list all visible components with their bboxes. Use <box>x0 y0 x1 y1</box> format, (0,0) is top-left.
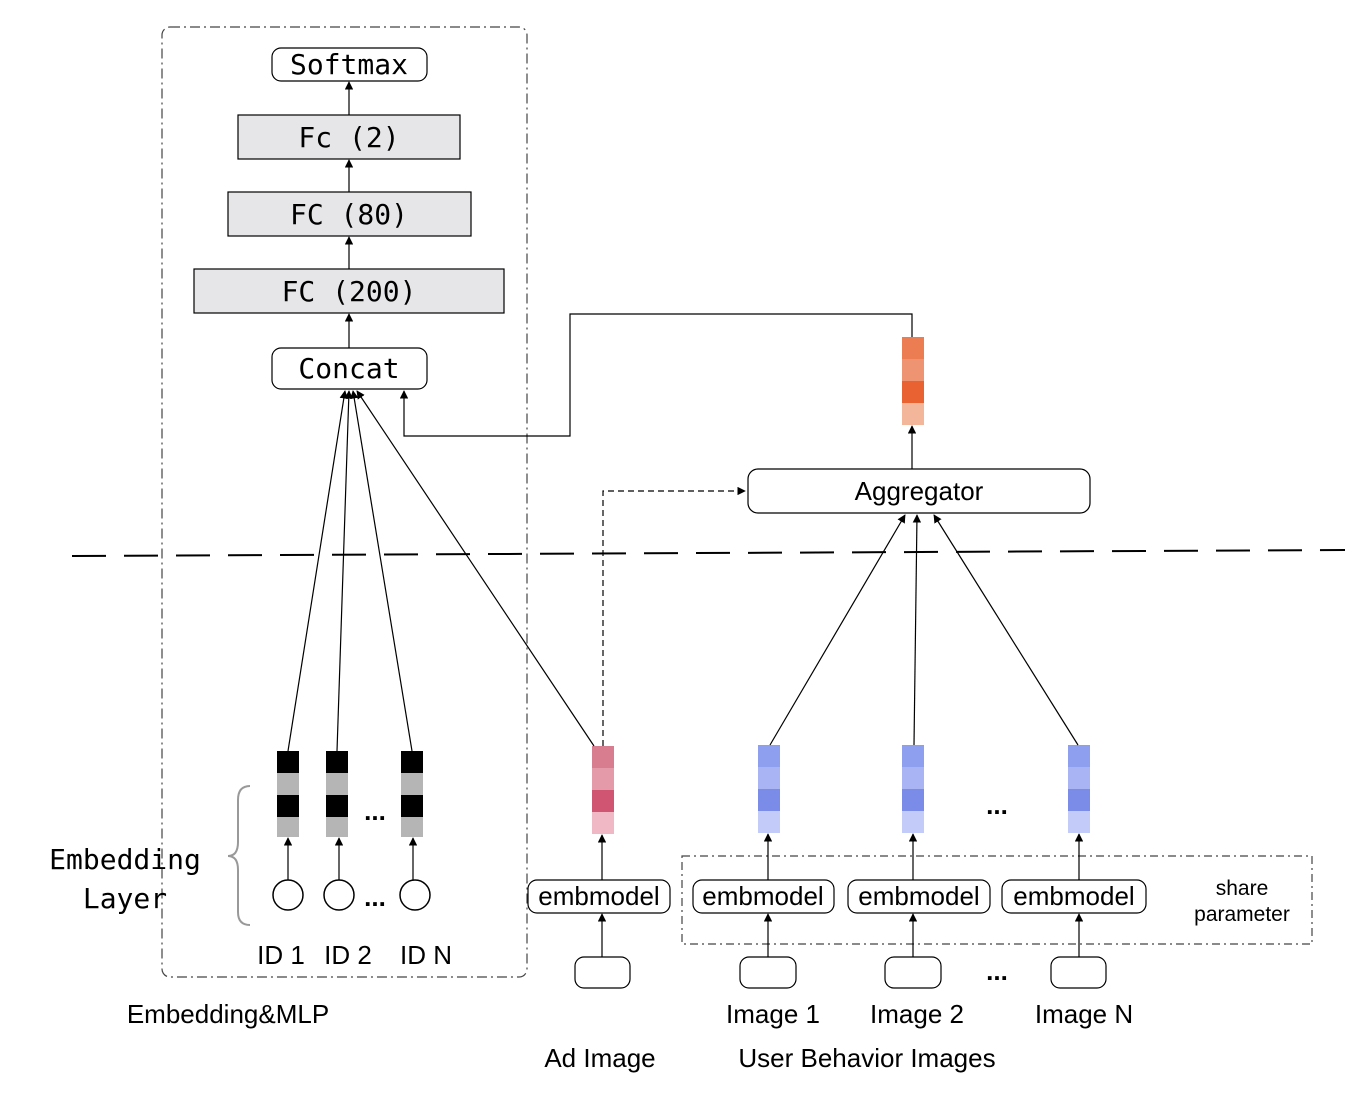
usern-embedding-vector <box>1068 745 1090 833</box>
ad-image-input <box>574 956 631 989</box>
user2-embmodel-label: embmodel <box>858 881 979 911</box>
id-node-ellipsis: ... <box>364 882 386 912</box>
idn-input-node <box>399 879 431 911</box>
embedding-layer-label-line2: Layer <box>83 882 167 915</box>
share-parameter-label-line2: parameter <box>1194 903 1290 926</box>
embedding-mlp-label: Embedding&MLP <box>127 999 329 1029</box>
id1-label: ID 1 <box>257 940 305 970</box>
embedding-mlp-container <box>161 26 528 978</box>
fc80-box <box>227 191 472 237</box>
user1-embedding-vector <box>758 745 780 833</box>
arrow-id2-concat <box>336 390 353 752</box>
arrow-user1-aggregator <box>769 514 906 746</box>
embedding-layer-brace <box>227 785 251 926</box>
softmax-label: Softmax <box>290 48 408 81</box>
usern-image-input <box>1050 956 1107 989</box>
fc2-box <box>237 114 461 160</box>
user-behavior-images-label: User Behavior Images <box>738 1043 995 1073</box>
arrow-user2-aggregator <box>912 514 922 746</box>
usern-embmodel-box <box>1001 879 1147 914</box>
idn-embedding-vector <box>401 751 423 837</box>
id1-embedding-vector <box>277 751 299 837</box>
ad-embmodel-label: embmodel <box>538 881 659 911</box>
user1-embmodel-box <box>692 879 835 914</box>
user2-image-input <box>884 956 942 989</box>
user-vector-ellipsis: ... <box>986 790 1008 820</box>
share-parameter-label-line1: share <box>1216 877 1269 900</box>
usern-embmodel-label: embmodel <box>1013 881 1134 911</box>
ad-embedding-vector <box>592 746 614 834</box>
user2-embmodel-box <box>847 879 991 914</box>
aggregated-embedding-vector <box>902 337 924 425</box>
arrow-ad-concat <box>356 390 595 747</box>
id2-label: ID 2 <box>324 940 372 970</box>
id2-embedding-vector <box>326 751 348 837</box>
ad-image-label: Ad Image <box>544 1043 655 1073</box>
arrow-idn-concat <box>350 390 413 752</box>
id-vector-ellipsis: ... <box>364 796 386 826</box>
user2-embedding-vector <box>902 745 924 833</box>
aggregator-label: Aggregator <box>855 476 984 506</box>
fc2-label: Fc (2) <box>298 121 399 154</box>
embedding-layer-label-line1: Embedding <box>49 843 201 876</box>
user1-image-input <box>739 956 797 989</box>
id2-input-node <box>323 879 355 911</box>
id1-input-node <box>272 879 304 911</box>
arrow-id1-concat <box>287 390 348 752</box>
user1-image-label: Image 1 <box>726 999 820 1029</box>
user2-image-label: Image 2 <box>870 999 964 1029</box>
softmax-box <box>271 47 428 82</box>
ad-embmodel-box <box>527 879 671 914</box>
idn-label: ID N <box>400 940 452 970</box>
fc200-box <box>193 268 505 314</box>
arrow-aggregated-concat <box>399 313 913 437</box>
fc200-label: FC (200) <box>282 275 417 308</box>
arrow-ad-aggregator-dashed <box>602 486 746 746</box>
separator-line <box>71 549 1346 557</box>
usern-image-label: Image N <box>1035 999 1133 1029</box>
user-image-ellipsis: ... <box>986 956 1008 986</box>
user1-embmodel-label: embmodel <box>702 881 823 911</box>
share-parameter-container <box>681 855 1313 945</box>
fc80-label: FC (80) <box>290 198 408 231</box>
concat-label: Concat <box>298 352 399 385</box>
aggregator-box <box>747 468 1091 514</box>
arrow-usern-aggregator <box>933 514 1079 746</box>
